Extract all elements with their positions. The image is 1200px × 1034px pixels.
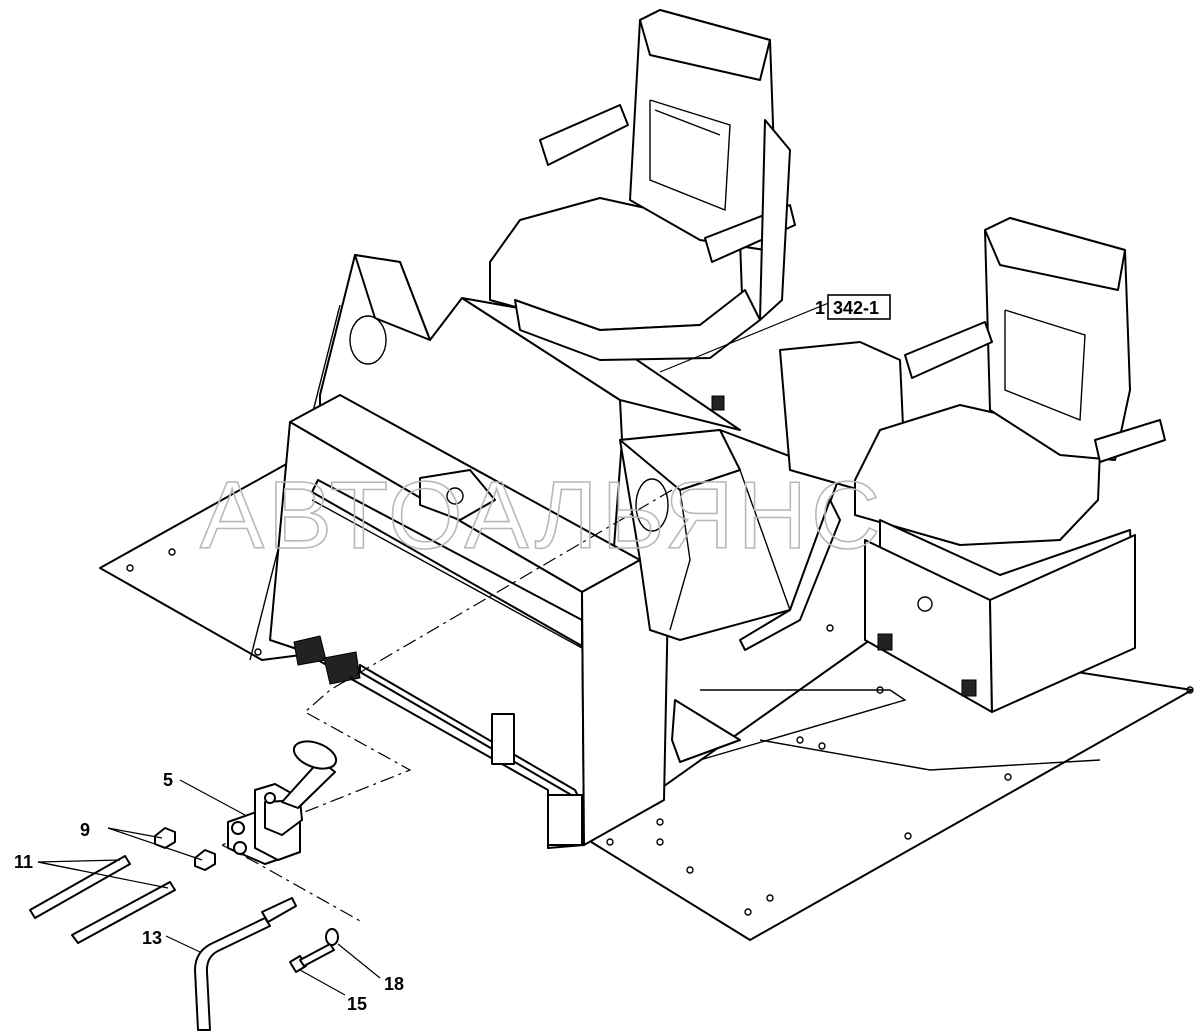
leader-lines bbox=[37, 299, 837, 996]
hose-13 bbox=[194, 897, 297, 1031]
floor-plate-right bbox=[587, 624, 1194, 941]
nut-pair bbox=[154, 827, 216, 871]
reference-label: 342-1 bbox=[833, 298, 879, 318]
washer-18 bbox=[325, 928, 339, 946]
seat-rear bbox=[489, 9, 796, 361]
watermark-text: АВТОАЛЬЯНС bbox=[200, 462, 884, 569]
callout-1: 1 bbox=[815, 298, 825, 318]
callout-13: 13 bbox=[142, 928, 162, 948]
hand-valve-assembly bbox=[227, 740, 338, 865]
control-pod bbox=[419, 429, 841, 763]
callout-5: 5 bbox=[163, 770, 173, 790]
callout-11: 11 bbox=[14, 852, 33, 872]
reference-box bbox=[827, 294, 891, 320]
callout-18: 18 bbox=[384, 974, 404, 994]
tube-pair bbox=[29, 855, 176, 944]
seat-front bbox=[779, 217, 1166, 713]
callout-9: 9 bbox=[80, 820, 90, 840]
callout-15: 15 bbox=[347, 994, 367, 1014]
bolt-15 bbox=[289, 943, 335, 973]
